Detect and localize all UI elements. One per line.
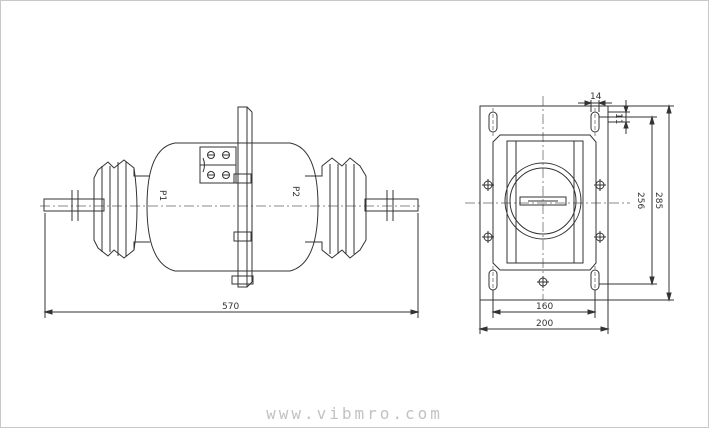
dim-plate-width [478,300,610,334]
flange-bolt-lower [231,275,254,285]
dim-label-hole: 14 [590,92,602,102]
left-insulator [93,159,150,259]
flange-bolt-upper [233,173,252,184]
mount-holes [482,179,606,288]
terminal-label-p2: P2 [290,186,300,197]
dim-hole-width [578,100,612,112]
dim-label-offset: 11 [613,113,623,124]
dim-label-plate-height: 285 [653,192,663,209]
side-view [40,106,420,318]
dim-length [43,213,420,318]
dim-hole-spacing-vertical [599,115,657,286]
primary-window [504,162,582,240]
flange-bolt-middle [233,231,252,242]
dim-label-plate-width: 200 [536,319,553,329]
primary-busbar-slot [519,196,567,206]
mounting-flange [237,106,248,288]
dim-plate-height [608,104,674,302]
dim-hole-spacing-horizontal [491,290,597,318]
right-insulator [305,157,367,259]
terminal-label-p1: P1 [157,190,167,201]
right-busbar [364,198,419,212]
dim-label-length: 570 [222,302,239,312]
front-view [465,96,674,334]
dim-label-hole-spacing-v: 256 [635,192,645,209]
dim-label-hole-spacing-h: 160 [536,302,553,312]
base-plate [479,105,609,301]
left-busbar [43,198,105,212]
inner-frame [492,134,597,271]
transformer-body [146,142,319,272]
watermark: www.vibmro.com [266,404,443,423]
secondary-terminal-block [199,146,237,184]
